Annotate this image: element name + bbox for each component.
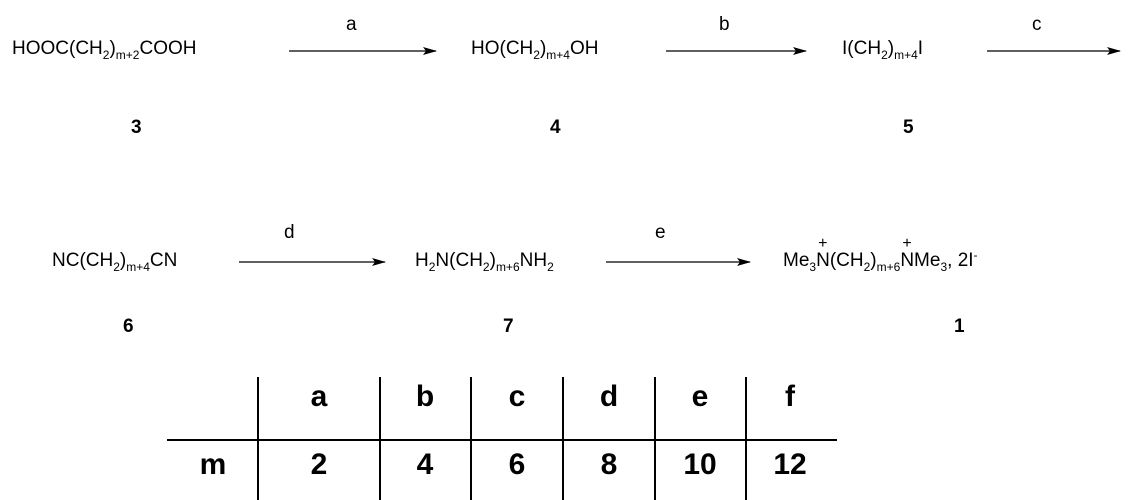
table-value-cell: 6 [508,448,526,481]
reagent-label-a: a [346,14,357,35]
charge-plus: + [902,235,912,252]
table-header-cell: e [691,380,709,413]
reagent-label-e: e [655,222,666,243]
table-value-cell: 2 [310,448,328,481]
compound-6-formula: NC(CH2)m+4CN [52,250,178,274]
table-value-cell: 12 [773,448,807,481]
compound-1-formula: Me3+N(CH2)m+6+NMe3, 2I- [783,235,978,274]
table-value-cell: 8 [600,448,618,481]
compound-7-formula: H2N(CH2)m+6NH2 [415,250,554,274]
charge-plus: + [818,235,828,252]
table-value-cell: 10 [683,448,717,481]
compound-4-number: 4 [550,117,561,138]
table-header-cell: d [599,380,619,413]
table-header-cell: b [415,380,435,413]
reagent-label-d: d [284,222,295,243]
table-header-cell: f [785,380,795,413]
table-header-cell: a [310,380,328,413]
compound-4-formula: HO(CH2)m+4OH [471,38,599,62]
table-value-cell: 4 [416,448,434,481]
compound-1-number: 1 [954,316,965,337]
reagent-label-b: b [719,14,730,35]
table-header-cell: c [508,380,526,413]
compound-5-formula: I(CH2)m+4I [842,38,924,62]
compound-7-number: 7 [503,316,514,337]
compound-6-number: 6 [123,316,134,337]
compound-3-number: 3 [131,117,142,138]
compound-3-formula: HOOC(CH2)m+2COOH [12,38,197,62]
compound-5-number: 5 [903,117,914,138]
reagent-label-c: c [1032,14,1042,35]
table-row-label: m [199,448,227,481]
